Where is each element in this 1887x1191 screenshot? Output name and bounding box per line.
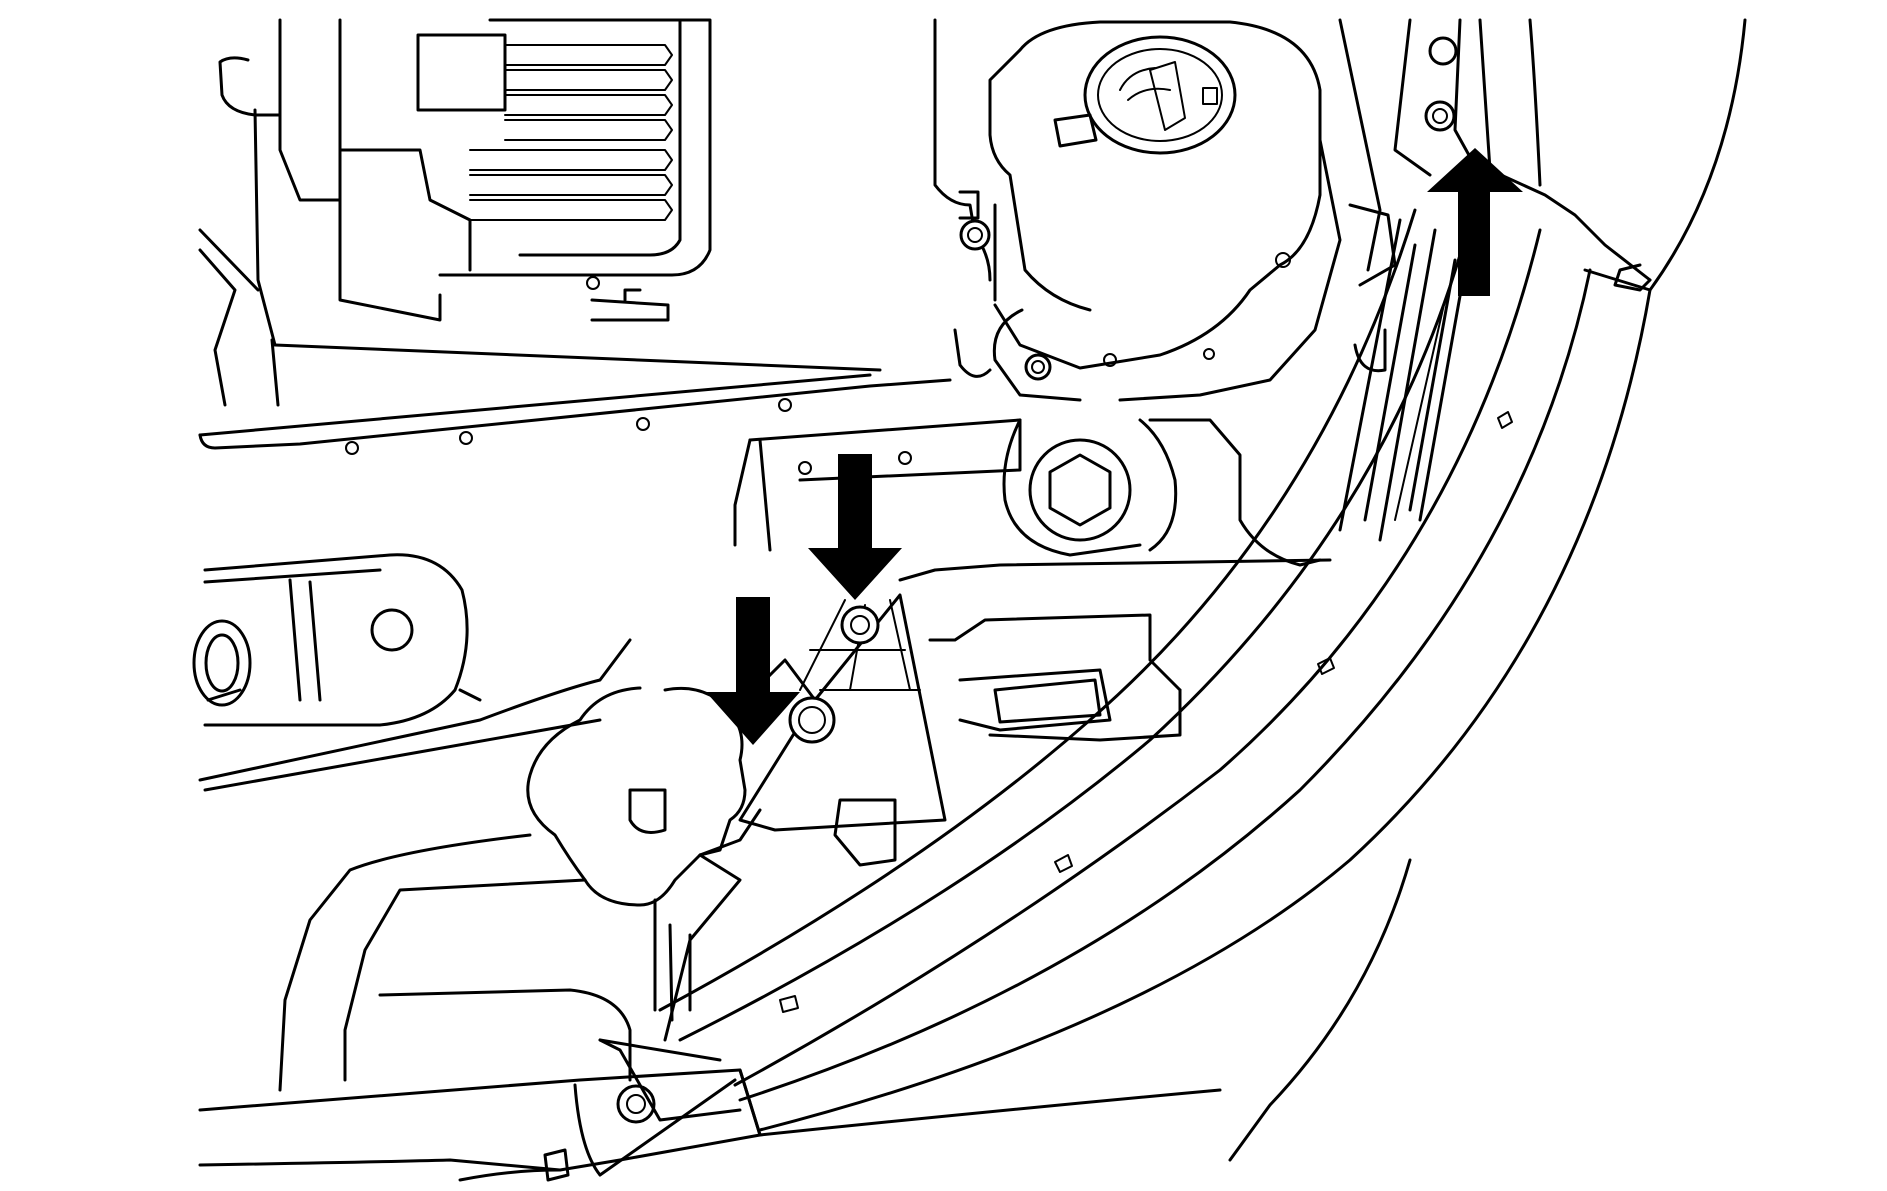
cooling-fins [469, 44, 673, 221]
lamp-housing [733, 418, 1332, 742]
lower-frame [278, 833, 742, 1092]
arrow-upper-right [1427, 148, 1523, 296]
control-module [218, 18, 712, 347]
stud [192, 619, 252, 707]
bottom-hardware [198, 1038, 762, 1182]
mounting-post [933, 18, 997, 378]
support-arm [192, 553, 632, 792]
left-frame [198, 228, 280, 407]
arrow-left [706, 597, 800, 745]
upper-rail [198, 343, 952, 455]
triangle-bracket [738, 593, 947, 867]
grille-ribs [1338, 218, 1472, 542]
arrow-center [808, 454, 902, 600]
coolant-reservoir [988, 20, 1342, 402]
bumper-fascia [658, 208, 1652, 1162]
